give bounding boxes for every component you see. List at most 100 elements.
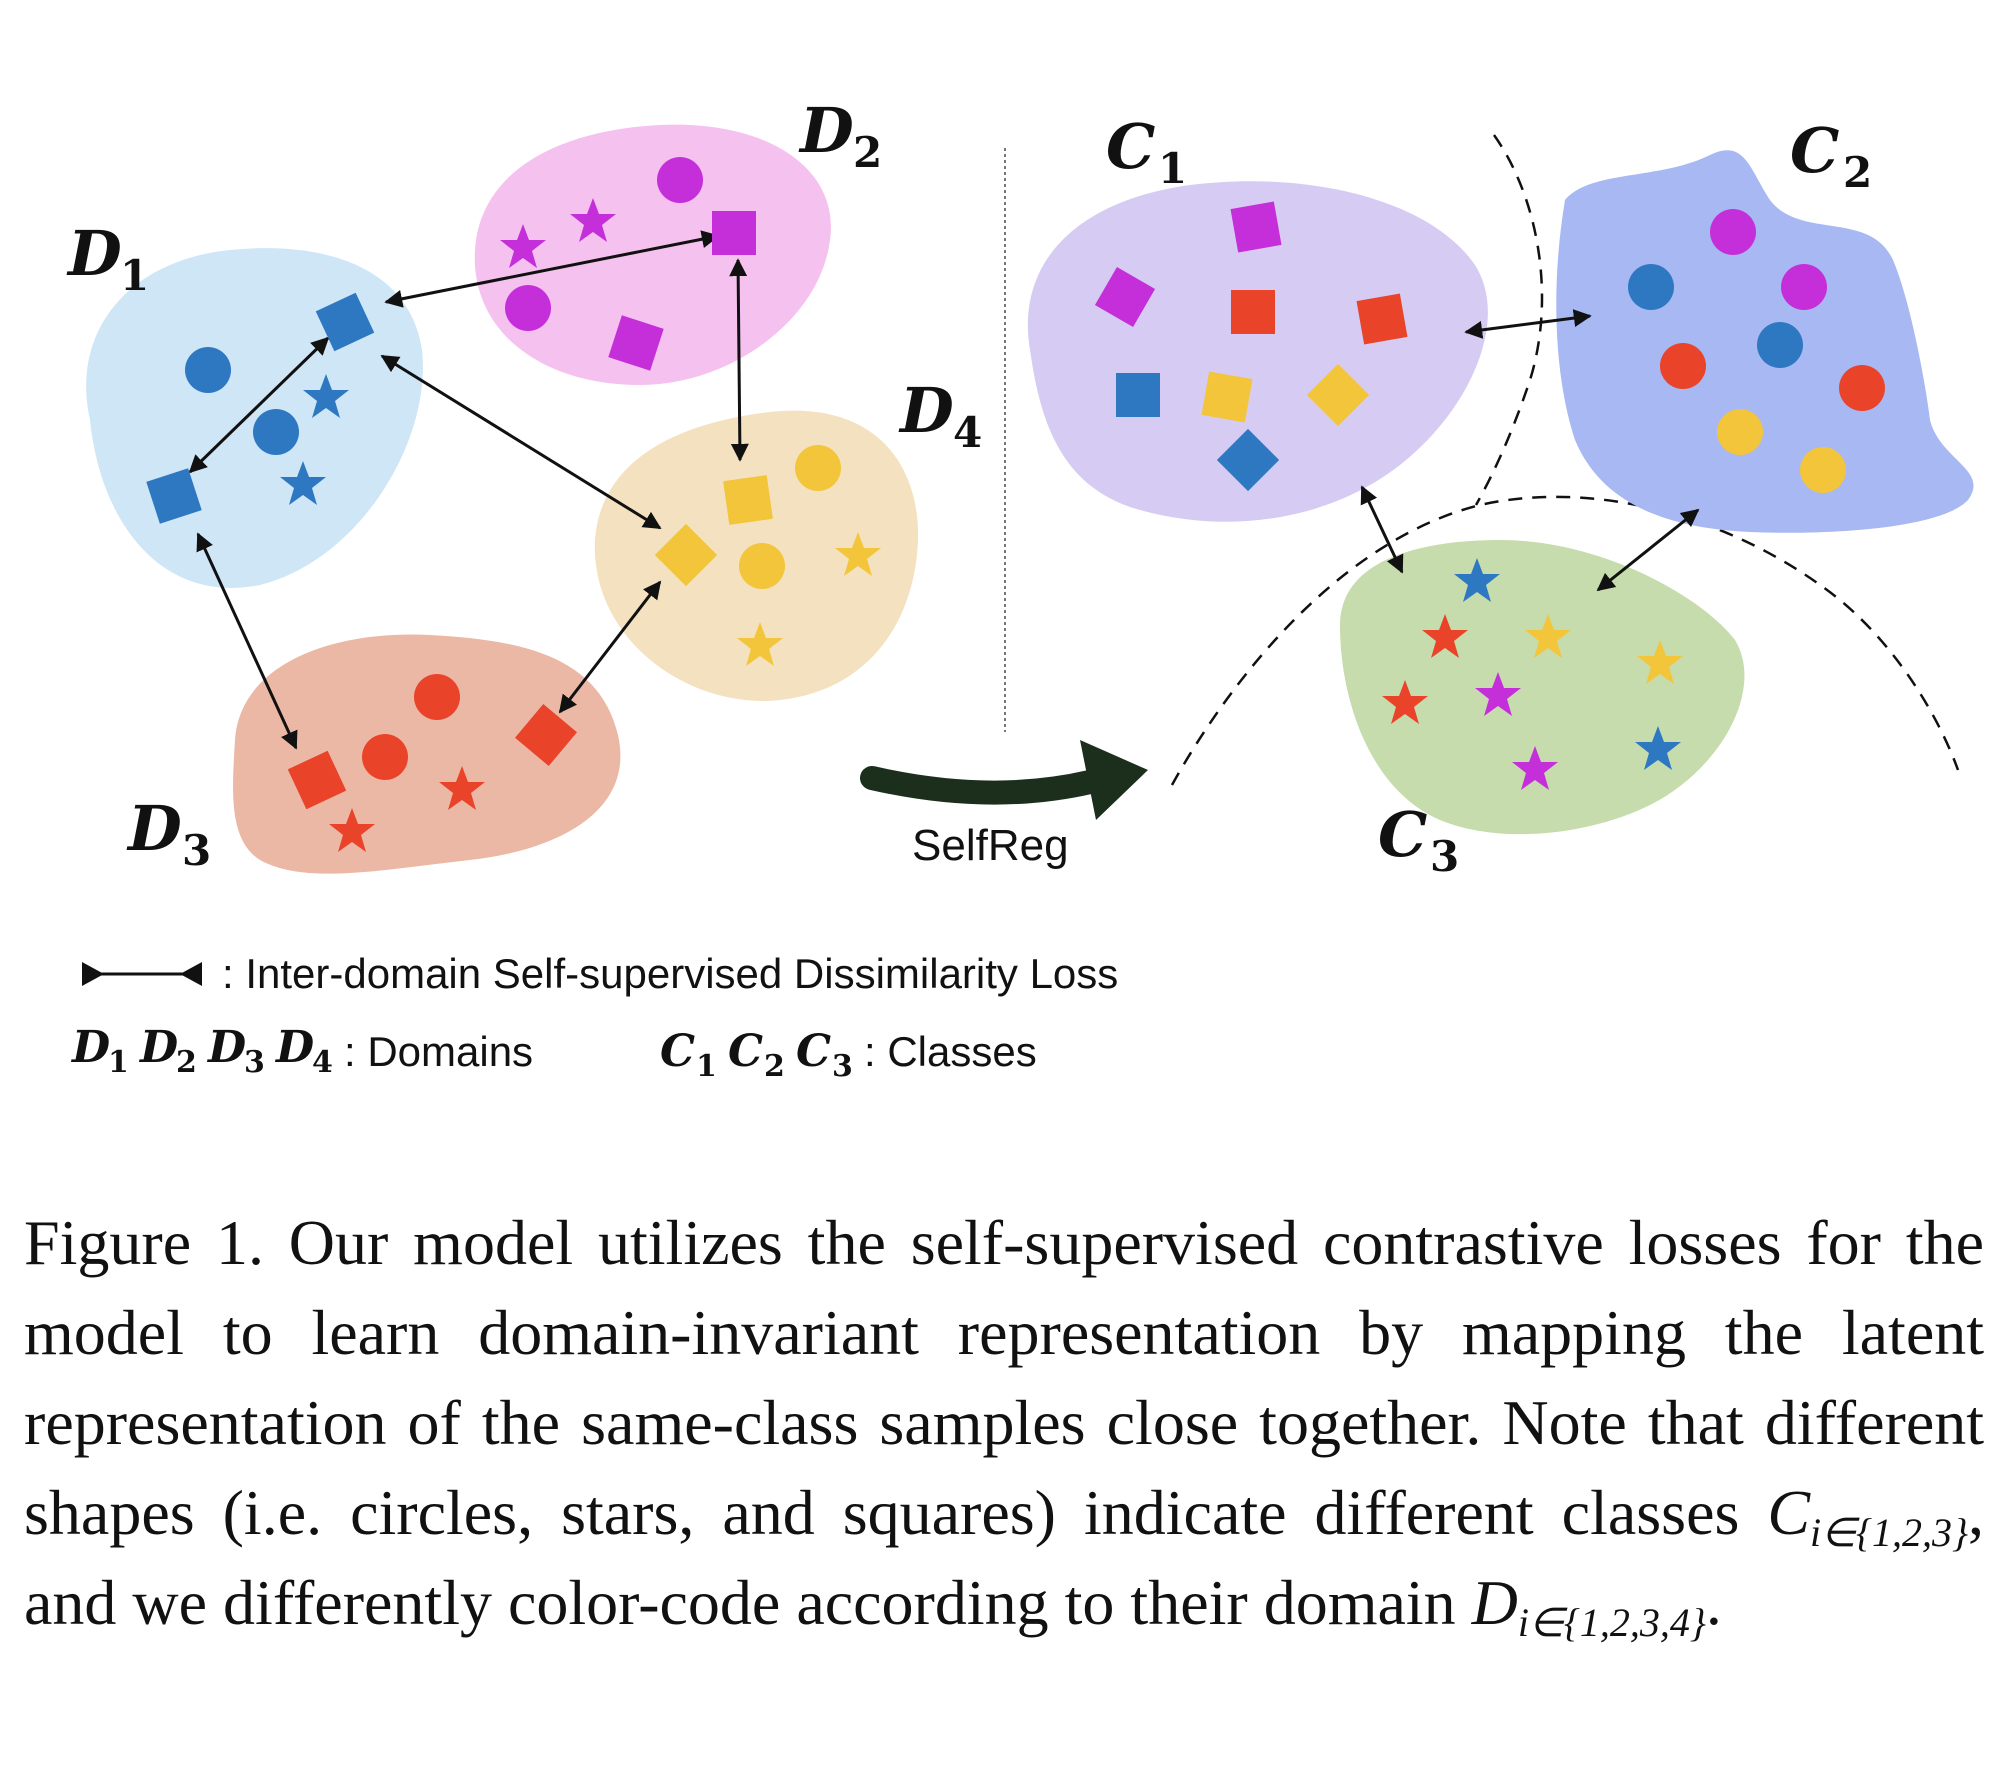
caption-text-1: Figure 1. Our model utilizes the self-su…	[24, 1207, 1984, 1548]
class-3-blob	[1340, 540, 1745, 835]
domain-label-d3: D 3	[126, 792, 211, 875]
star-sample	[737, 622, 783, 666]
svg-text:1: 1	[1158, 144, 1187, 193]
square-sample	[608, 315, 664, 371]
svg-text:3: 3	[832, 1049, 853, 1084]
caption-text-3: .	[1705, 1567, 1722, 1638]
domain-2-samples	[500, 157, 756, 371]
caption-math-classes: Ci∈{1,2,3}	[1767, 1477, 1968, 1555]
circle-sample	[1839, 365, 1885, 411]
selfreg-label: SelfReg	[912, 821, 1069, 870]
square-sample	[1356, 293, 1408, 345]
circle-sample	[795, 445, 841, 491]
svg-text:C: C	[1790, 114, 1839, 187]
square-sample	[1231, 290, 1275, 334]
square-sample	[1230, 201, 1282, 253]
star-sample	[1637, 640, 1683, 684]
class-contrast-arrows	[1360, 309, 1700, 592]
class-label-c3: C 3	[1378, 798, 1459, 881]
svg-text:3: 3	[182, 826, 211, 875]
class-1-blob	[1027, 181, 1488, 522]
domain-1-samples	[146, 292, 375, 524]
star-sample	[329, 808, 375, 852]
circle-sample	[657, 157, 703, 203]
domain-label-d2: D 2	[798, 94, 882, 177]
legend-classes-text: : Classes	[864, 1028, 1037, 1075]
svg-text:4: 4	[953, 408, 982, 457]
selfreg-arrow	[860, 766, 1102, 805]
star-sample	[500, 224, 546, 268]
svg-text:C: C	[660, 1026, 695, 1077]
star-sample	[1512, 746, 1558, 790]
svg-text:D: D	[898, 374, 954, 447]
domain-3-samples	[287, 674, 577, 852]
class-3-samples	[1382, 558, 1683, 790]
domain-label-d4: D 4	[898, 374, 982, 457]
circle-sample	[1757, 322, 1803, 368]
legend-domain-symbols: D 1 D 2 D 3 D 4	[70, 1022, 333, 1080]
class-label-c2: C 2	[1790, 114, 1872, 197]
class-label-c1: C 1	[1106, 110, 1187, 193]
svg-text:2: 2	[853, 128, 882, 177]
svg-text:D: D	[66, 217, 122, 290]
circle-sample	[739, 543, 785, 589]
svg-text:C: C	[796, 1026, 831, 1077]
star-sample	[303, 374, 349, 418]
svg-text:D: D	[274, 1022, 314, 1073]
square-sample	[515, 704, 577, 766]
domain-3-blob	[233, 634, 621, 874]
circle-sample	[185, 347, 231, 393]
square-sample	[723, 475, 773, 525]
svg-text:D: D	[126, 792, 182, 865]
legend: : Inter-domain Self-supervised Dissimila…	[70, 950, 1118, 1084]
svg-text:C: C	[1378, 798, 1427, 871]
svg-text:3: 3	[1430, 832, 1459, 881]
legend-loss-text: : Inter-domain Self-supervised Dissimila…	[222, 950, 1118, 997]
star-sample	[280, 461, 326, 505]
square-sample	[315, 292, 375, 352]
circle-sample	[253, 409, 299, 455]
svg-text:D: D	[138, 1022, 178, 1073]
legend-class-symbols: C 1 C 2 C 3	[660, 1026, 853, 1084]
star-sample	[1382, 680, 1428, 724]
star-sample	[1454, 558, 1500, 602]
decision-boundary-2	[1170, 495, 1960, 786]
square-sample	[287, 750, 347, 810]
svg-text:2: 2	[176, 1045, 197, 1080]
class-2-samples	[1628, 209, 1885, 493]
circle-sample	[1660, 343, 1706, 389]
star-sample	[1475, 672, 1521, 716]
star-sample	[835, 532, 881, 576]
legend-domains-text: : Domains	[344, 1028, 533, 1075]
caption-text-2: , and we differently color-code accordin…	[24, 1477, 1984, 1638]
square-sample	[1094, 266, 1156, 328]
square-sample	[1116, 373, 1160, 417]
svg-text:C: C	[728, 1026, 763, 1077]
svg-text:4: 4	[312, 1045, 333, 1080]
star-sample	[1525, 614, 1571, 658]
svg-text:D: D	[206, 1022, 246, 1073]
circle-sample	[1628, 264, 1674, 310]
domain-label-d1: D 1	[66, 217, 149, 300]
star-sample	[570, 198, 616, 242]
star-sample	[1635, 726, 1681, 770]
figure-caption: Figure 1. Our model utilizes the self-su…	[24, 1198, 1984, 1648]
svg-text:2: 2	[1843, 148, 1872, 197]
circle-sample	[1710, 209, 1756, 255]
square-sample	[654, 523, 718, 587]
svg-text:1: 1	[696, 1049, 717, 1084]
circle-sample	[362, 734, 408, 780]
circle-sample	[505, 285, 551, 331]
star-sample	[439, 766, 485, 810]
circle-sample	[1717, 409, 1763, 455]
svg-text:D: D	[70, 1022, 110, 1073]
svg-text:C: C	[1106, 110, 1155, 183]
svg-text:3: 3	[244, 1045, 265, 1080]
circle-sample	[1800, 447, 1846, 493]
svg-text:D: D	[798, 94, 854, 167]
svg-text:1: 1	[120, 251, 149, 300]
caption-math-domains: Di∈{1,2,3,4}	[1471, 1567, 1706, 1645]
square-sample	[146, 468, 202, 524]
domain-4-samples	[654, 445, 881, 666]
svg-text:1: 1	[108, 1045, 129, 1080]
